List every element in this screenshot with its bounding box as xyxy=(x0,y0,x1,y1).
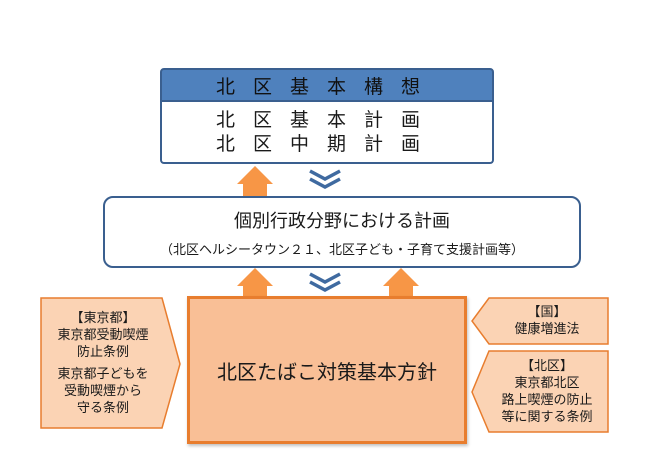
up-arrow-left-upper xyxy=(237,166,273,196)
right-pointer-arrow xyxy=(40,297,181,429)
kita-line2: 路上喫煙の防止 xyxy=(501,392,593,408)
national-law-box: 【国】 健康増進法 xyxy=(488,300,606,342)
main-policy-box: 北区たばこ対策基本方針 xyxy=(187,296,467,444)
left-pointer-arrow-bottom xyxy=(471,350,609,433)
field-plan-subtitle: （北区ヘルシータウン２１、北区子ども・子育て支援計画等） xyxy=(159,242,524,258)
up-arrow-right-lower xyxy=(383,268,419,296)
tokyo-heading: 【東京都】 xyxy=(70,310,136,326)
plan-line2: 北区中期計画 xyxy=(215,133,438,155)
tokyo-item1-line1: 東京都受動喫煙 xyxy=(57,327,149,343)
up-arrow-left-lower xyxy=(237,268,273,296)
kita-line3: 等に関する条例 xyxy=(501,409,593,425)
plan-body: 北区基本計画 北区中期計画 xyxy=(160,102,494,164)
tokyo-item1-line2: 防止条例 xyxy=(76,344,129,360)
kita-ward-ordinance-box: 【北区】 東京都北区 路上喫煙の防止 等に関する条例 xyxy=(488,353,606,430)
tokyo-ordinances-box: 【東京都】 東京都受動喫煙 防止条例 東京都子どもを 受動喫煙から 守る条例 xyxy=(43,300,163,426)
tokyo-item2-line3: 守る条例 xyxy=(76,400,129,416)
tokyo-item2-line2: 受動喫煙から xyxy=(63,383,142,399)
left-pointer-arrow-top xyxy=(471,297,609,345)
kita-line1: 東京都北区 xyxy=(514,375,580,391)
plan-header: 北区基本構想 xyxy=(160,68,494,102)
tokyo-item2-line1: 東京都子どもを xyxy=(57,366,149,382)
national-line1: 健康増進法 xyxy=(514,322,580,337)
main-policy-label: 北区たばこ対策基本方針 xyxy=(217,359,437,384)
kita-heading: 【北区】 xyxy=(520,358,573,374)
chevron-down-icon xyxy=(309,272,341,292)
plan-line1: 北区基本計画 xyxy=(215,109,438,131)
national-heading: 【国】 xyxy=(527,305,567,320)
chevron-down-icon xyxy=(309,169,341,189)
field-plan-title: 個別行政分野における計画 xyxy=(234,210,450,232)
plan-header-label: 北区基本構想 xyxy=(215,75,438,98)
field-plan-box: 個別行政分野における計画 （北区ヘルシータウン２１、北区子ども・子育て支援計画等… xyxy=(103,196,581,268)
